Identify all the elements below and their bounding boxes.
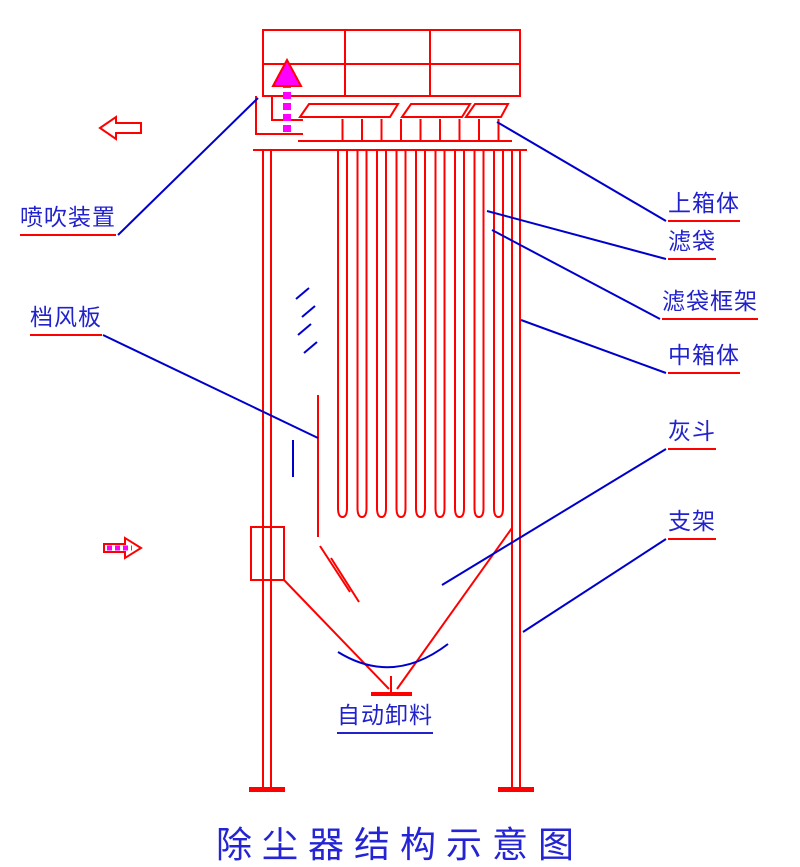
leader-lines: [102, 97, 667, 633]
inlet-duct: [250, 526, 285, 581]
right-arrow-icon: [103, 536, 143, 560]
label-ash-hopper: 灰斗: [668, 418, 716, 450]
label-support: 支架: [668, 508, 716, 540]
label-blow-device: 喷吹装置: [20, 204, 116, 236]
left-arrow-icon: [98, 115, 142, 141]
tube-sheet: [253, 103, 527, 151]
label-middle-box: 中箱体: [668, 342, 740, 374]
label-filter-bag: 滤袋: [668, 228, 716, 260]
right-leg: [498, 150, 534, 792]
filter-bags: [337, 150, 504, 519]
left-leg: [249, 150, 285, 792]
baffle-plate: [317, 395, 360, 603]
label-baffle: 档风板: [30, 304, 102, 336]
hopper: [283, 527, 513, 696]
label-upper-box: 上箱体: [668, 190, 740, 222]
label-bag-cage: 滤袋框架: [662, 288, 758, 320]
label-auto-discharge: 自动卸料: [337, 702, 433, 734]
pulse-pipe: [255, 96, 303, 135]
airflow-marks: [292, 287, 449, 669]
up-arrow-icon: [271, 57, 303, 132]
diagram-title: 除尘器结构示意图: [215, 825, 584, 865]
upper-box: [262, 29, 521, 97]
